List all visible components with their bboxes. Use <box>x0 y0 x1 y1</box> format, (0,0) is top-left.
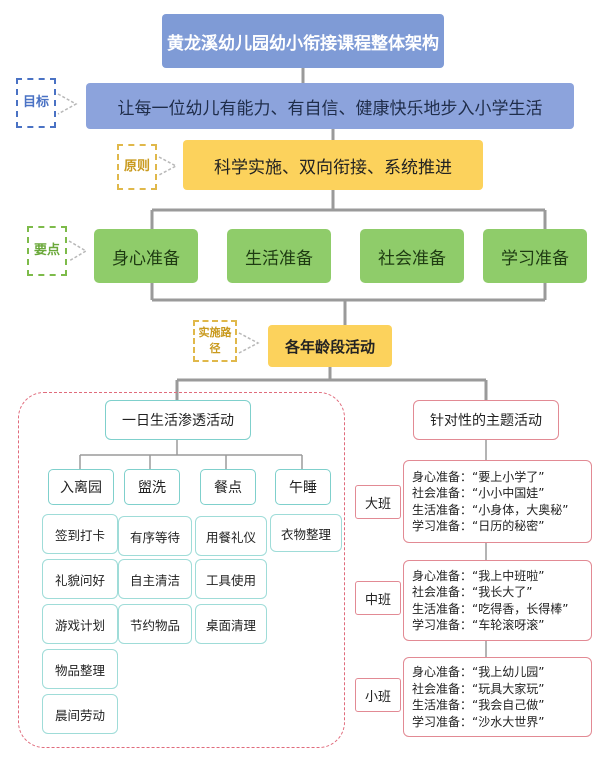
item-orderly-waiting: 有序等待 <box>118 516 192 556</box>
class-label-junior: 小班 <box>355 678 401 712</box>
item-organize-belongings: 物品整理 <box>42 649 118 689</box>
key-point-life: 生活准备 <box>227 229 331 283</box>
category-meals: 餐点 <box>200 469 256 505</box>
daily-activities-region <box>18 392 345 748</box>
class-panel-junior: 身心准备：“我上幼儿园” 社会准备：“玩具大家玩” 生活准备：“我会自己做” 学… <box>403 657 592 737</box>
category-washing: 盥洗 <box>124 469 180 505</box>
theme-line: 生活准备：“我会自己做” <box>412 698 545 712</box>
key-point-physical-mental: 身心准备 <box>94 229 198 283</box>
principle-box: 科学实施、双向衔接、系统推进 <box>183 140 483 190</box>
theme-line: 身心准备：“我上中班啦” <box>412 568 545 583</box>
item-table-cleanup: 桌面清理 <box>195 604 267 644</box>
goal-box: 让每一位幼儿有能力、有自信、健康快乐地步入小学生活 <box>86 83 574 129</box>
theme-line: 身心准备：“要上小学了” <box>412 469 545 484</box>
item-self-cleaning: 自主清洁 <box>118 559 192 599</box>
key-points-tag: 要点 <box>27 226 67 276</box>
theme-line: 社会准备：“小小中国娃” <box>412 486 545 500</box>
class-label-senior: 大班 <box>355 485 401 519</box>
item-table-manners: 用餐礼仪 <box>195 516 267 556</box>
item-sign-in: 签到打卡 <box>42 514 118 554</box>
theme-activities-title: 针对性的主题活动 <box>413 400 559 440</box>
theme-line: 学习准备：“车轮滚呀滚” <box>412 618 545 632</box>
theme-line: 身心准备：“我上幼儿园” <box>412 665 545 679</box>
theme-line: 生活准备：“吃得香，长得棒” <box>412 601 569 616</box>
item-game-plan: 游戏计划 <box>42 604 118 644</box>
daily-activities-title: 一日生活渗透活动 <box>105 400 251 440</box>
theme-line: 学习准备：“沙水大世界” <box>412 714 545 729</box>
theme-line: 生活准备：“小身体，大奥秘” <box>412 502 569 517</box>
item-clothes-folding: 衣物整理 <box>270 514 342 552</box>
category-nap: 午睡 <box>275 469 331 505</box>
theme-line: 社会准备：“玩具大家玩” <box>412 681 545 696</box>
goal-tag: 目标 <box>16 78 56 128</box>
item-save-items: 节约物品 <box>118 604 192 644</box>
class-panel-senior: 身心准备：“要上小学了” 社会准备：“小小中国娃” 生活准备：“小身体，大奥秘”… <box>403 460 592 543</box>
key-point-learning: 学习准备 <box>483 229 587 283</box>
item-morning-labor: 晨间劳动 <box>42 694 118 734</box>
class-panel-middle: 身心准备：“我上中班啦” 社会准备：“我长大了” 生活准备：“吃得香，长得棒” … <box>403 560 592 641</box>
implementation-tag: 实施路径 <box>193 320 237 362</box>
chart-title: 黄龙溪幼儿园幼小衔接课程整体架构 <box>162 14 444 68</box>
key-point-social: 社会准备 <box>360 229 464 283</box>
class-label-middle: 中班 <box>355 581 401 615</box>
theme-line: 社会准备：“我长大了” <box>412 585 533 599</box>
category-arrival-departure: 入离园 <box>48 469 114 505</box>
age-activities-box: 各年龄段活动 <box>268 325 392 367</box>
principle-tag: 原则 <box>117 144 157 190</box>
theme-line: 学习准备：“日历的秘密” <box>412 519 545 533</box>
item-tool-use: 工具使用 <box>195 559 267 599</box>
item-greeting: 礼貌问好 <box>42 559 118 599</box>
